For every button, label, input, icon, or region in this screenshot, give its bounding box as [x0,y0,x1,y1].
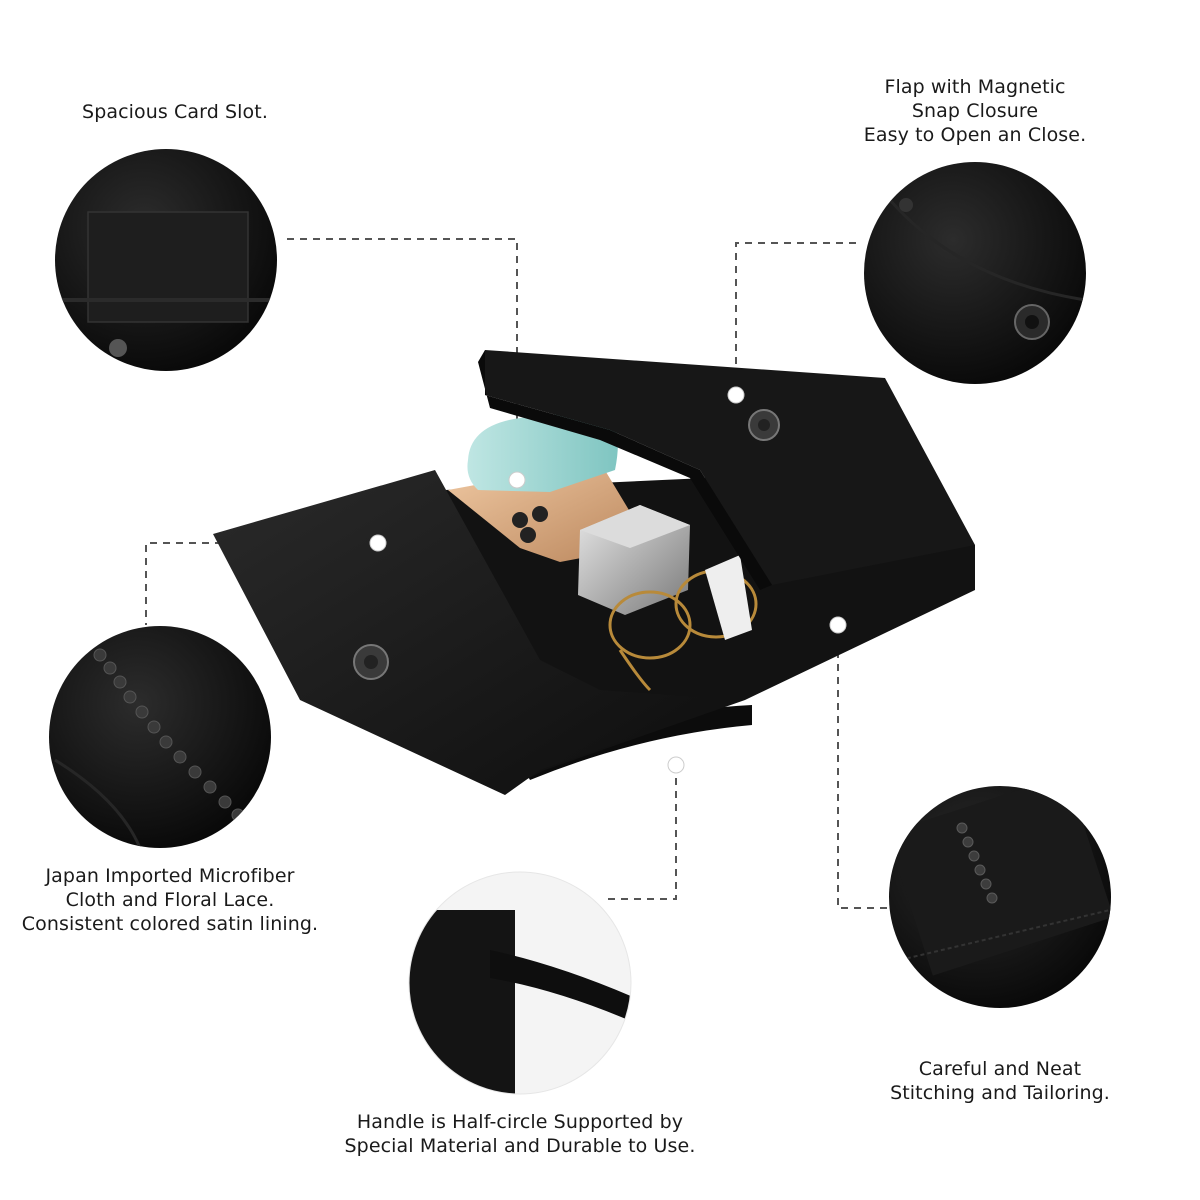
bag-top-flap [485,350,975,585]
caption-line: Special Material and Durable to Use. [344,1135,696,1157]
flap-curve [888,199,1086,302]
caption-cloth: Japan Imported Microfiber Cloth and Flor… [0,864,340,936]
handle-strap [490,950,631,1025]
marker-dot-handle [667,756,685,774]
stitch-lace [956,822,998,904]
handle-corner [409,910,515,1094]
card-slot-pocket [87,211,249,323]
caption-handle: Handle is Half-circle Supported by Speci… [330,1110,710,1158]
cloth-fold [54,758,142,848]
caption-line: Snap Closure [911,100,1039,122]
detail-disc-card-slot [55,149,277,371]
glasses-wire [618,649,652,692]
caption-line: Spacious Card Slot. [82,101,268,123]
caption-line: Easy to Open an Close. [863,124,1087,146]
marker-dot-stitching [829,616,847,634]
leader-line-cloth [145,542,378,625]
caption-flap: Flap with Magnetic Snap Closure Easy to … [830,75,1120,147]
marker-dots [369,386,847,774]
phone-camera [532,506,548,522]
caption-line: Flap with Magnetic [884,76,1066,98]
glasses-lens [608,590,692,660]
detail-disc-handle [408,871,632,1095]
card-slot-snap [109,339,127,357]
caption-line: Cloth and Floral Lace. [65,889,275,911]
marker-dot-card-slot [508,471,526,489]
caption-line: Consistent colored satin lining. [21,913,319,935]
phone-camera [520,527,536,543]
caption-stitching: Careful and Neat Stitching and Tailoring… [860,1057,1140,1105]
marker-dot-flap [727,386,745,404]
flap-snap-small [899,198,913,212]
magnetic-snap-center [364,655,378,669]
leader-line-handle [604,765,677,900]
detail-disc-stitching [889,786,1111,1008]
detail-disc-cloth [49,626,271,848]
leader-line-stitching [837,625,900,909]
stitching-panel [889,786,1111,976]
magnetic-snap-center [758,419,770,431]
bag-front-flap [213,470,740,795]
stitch-seam [899,909,1111,961]
caption-line: Handle is Half-circle Supported by [356,1111,684,1133]
phone-camera [512,512,528,528]
leader-line-flap [735,242,856,395]
marker-dot-cloth [369,534,387,552]
caption-card-slot: Spacious Card Slot. [40,100,310,124]
caption-line: Stitching and Tailoring. [890,1082,1110,1104]
flap-snap-center [1025,315,1039,329]
tissue [705,555,752,640]
bag-handle [520,705,752,780]
detail-disc-flap [864,162,1086,384]
caption-line: Japan Imported Microfiber [45,865,295,887]
perfume-box-top [580,505,690,548]
caption-line: Careful and Neat [918,1058,1082,1080]
clutch-bag [213,350,975,795]
